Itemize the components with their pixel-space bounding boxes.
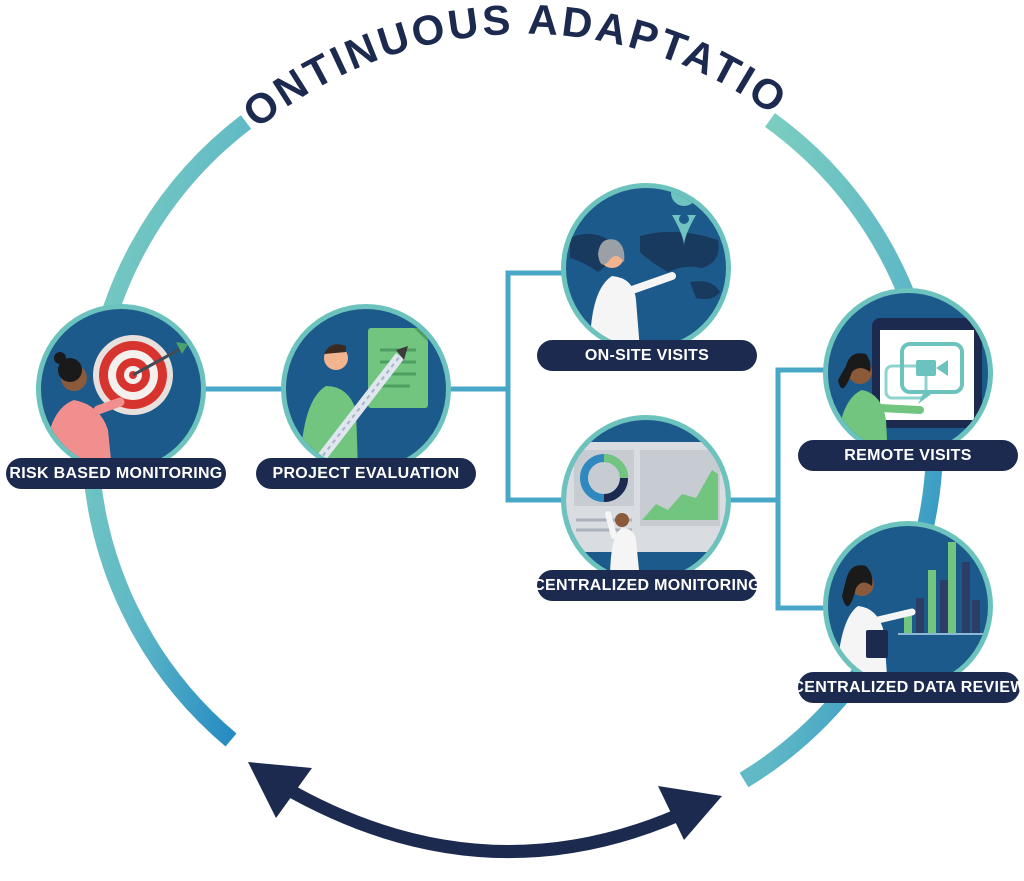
on-site-visits-node [561,183,731,353]
risk-based-monitoring-node [36,304,206,474]
diagram-title: CONTINUOUS ADAPTATION [0,0,797,136]
label-centralized-monitoring: CENTRALIZED MONITORING [533,570,761,601]
project-evaluation-node [281,304,451,474]
label-project-evaluation: PROJECT EVALUATION [256,458,476,489]
centralized-monitoring-node [561,415,731,585]
label-remote-visits: REMOTE VISITS [798,440,1018,471]
centralized-data-review-node [823,521,993,691]
label-risk-based-monitoring: RISK BASED MONITORING [6,458,226,489]
document-pencil-icon [300,328,428,469]
remote-visits-node [823,288,993,458]
dashboard-icon [566,442,726,580]
label-centralized-data-review: CENTRALIZED DATA REVIEW [792,672,1024,703]
label-on-site-visits: ON-SITE VISITS [537,340,757,371]
double-arrow-icon [248,762,722,859]
target-icon [44,335,188,469]
video-call-icon [836,318,982,453]
flow-connectors [200,270,830,611]
